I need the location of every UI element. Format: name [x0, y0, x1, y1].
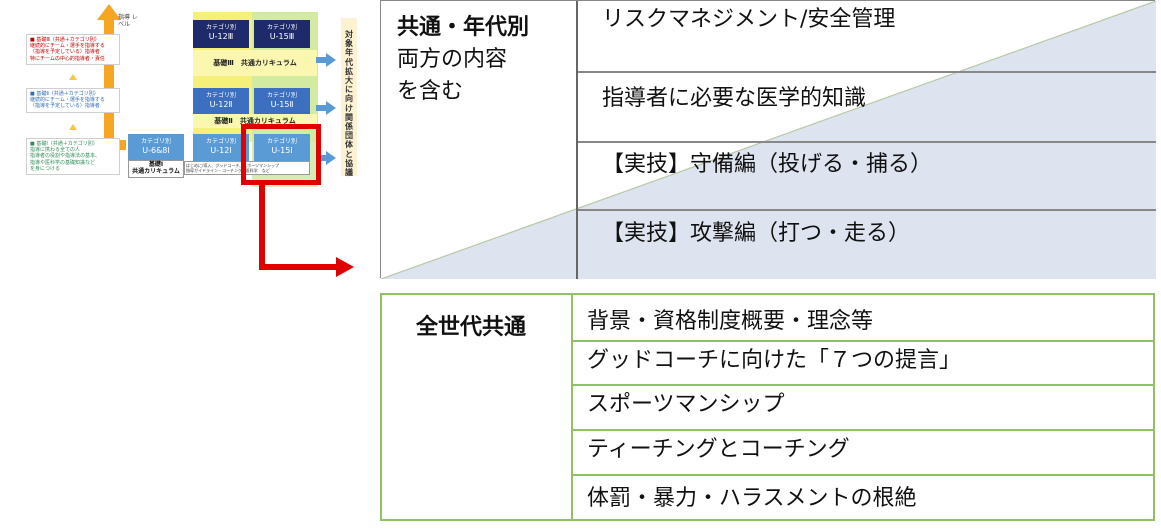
table-row: 体罰・暴力・ハラスメントの根絶 [573, 474, 1153, 519]
vertical-char: け [345, 103, 353, 113]
category-u15-3: カテゴリ別 U-15Ⅲ [254, 20, 310, 48]
right-arrow-icon [316, 105, 326, 111]
up-arrow-icon [97, 4, 121, 20]
category-u12-1: カテゴリ別 U-12Ⅰ [193, 134, 249, 162]
right-arrow-icon [316, 57, 326, 63]
vertical-text: 対象年代拡大に向け関係団体と協議 [341, 30, 357, 177]
callout-arrow-icon [336, 257, 354, 277]
vertical-char: 代 [345, 57, 353, 67]
table-row: 【実技】攻撃編（打つ・走る） [578, 209, 1156, 279]
level-body: 指導に携わる全ての人 指導者の役割や指導法の基本、 指導や医科学の基礎知識など … [30, 147, 101, 172]
vertical-char: と [345, 149, 353, 159]
vertical-char: 大 [345, 76, 353, 86]
level-box-basic3: ■ 基礎Ⅲ（共通＋カテゴリ別） 継続的にチーム・選手を指導する （指導を予定して… [26, 34, 120, 65]
table-left-cell: 全世代共通 [382, 295, 573, 519]
vertical-char: 関 [345, 112, 353, 122]
level-title: ■ 基礎Ⅰ（共通＋カテゴリ別） [30, 141, 98, 147]
all-generations-header: 全世代共通 [416, 315, 527, 340]
level-axis [104, 18, 114, 150]
vertical-char: 議 [345, 168, 353, 178]
highlight-box [241, 124, 321, 185]
right-arrow-icon [326, 151, 336, 165]
table-row: 背景・資格制度概要・理念等 [587, 309, 874, 334]
up-triangle-icon [69, 74, 77, 80]
table-left-cell: 共通・年代別 両方の内容 を含む [381, 1, 578, 279]
vertical-char: 年 [345, 48, 353, 58]
vertical-char: 拡 [345, 66, 353, 76]
table-row: 指導者に必要な医学的知識 [578, 71, 1156, 141]
vertical-char: 体 [345, 140, 353, 150]
table-row: 【実技】守備編（投げる・捕る） [578, 141, 1156, 209]
basic3-common-curriculum: 基礎Ⅲ 共通カリキュラム [193, 50, 317, 76]
callout-connector [259, 185, 265, 270]
callout-connector [259, 264, 339, 270]
up-triangle-icon [69, 124, 77, 130]
right-arrow-icon [326, 53, 336, 67]
includes-label: を含む [397, 79, 464, 104]
guide-level-label: 指導 レベル [118, 14, 138, 28]
basic1-topics: はじめに/導入、グッドコーチ、スポーツマンシップ 指導ガイドライン・コーチング、… [184, 161, 310, 175]
vertical-char: 係 [345, 122, 353, 132]
category-u12-3: カテゴリ別 U-12Ⅲ [193, 20, 249, 48]
common-age-header: 共通・年代別 [397, 15, 530, 40]
right-arrow-icon [316, 155, 326, 161]
level-box-basic1: ■ 基礎Ⅰ（共通＋カテゴリ別） 指導に携わる全ての人 指導者の役割や指導法の基本… [26, 138, 120, 176]
basic1-common-curriculum: 基礎Ⅰ 共通カリキュラム [128, 160, 184, 178]
vertical-char: 団 [345, 131, 353, 141]
all-generations-common-table: 全世代共通 背景・資格制度概要・理念等 グッドコーチに向けた「７つの提言」 スポ… [380, 293, 1155, 521]
level-body: 継続的にチーム・選手を指導する （指導を予定している）指導者 特にチームの中心的… [30, 43, 105, 62]
category-u15-1: カテゴリ別 U-15Ⅰ [254, 134, 310, 162]
common-and-age-table: 共通・年代別 両方の内容 を含む リスクマネジメント/安全管理 指導者に必要な医… [380, 0, 1156, 279]
level-title: ■ 基礎Ⅱ（共通＋カテゴリ別） [30, 91, 99, 97]
both-contents-label: 両方の内容 [397, 47, 508, 72]
category-u6-8-1: カテゴリ別 U-6&8Ⅰ [128, 134, 184, 162]
vertical-char: 対 [345, 30, 353, 39]
table-row: リスクマネジメント/安全管理 [602, 7, 896, 32]
level-body: 継続的にチーム・選手を指導する （指導を予定している）指導者 [30, 97, 105, 110]
level-box-basic2: ■ 基礎Ⅱ（共通＋カテゴリ別） 継続的にチーム・選手を指導する （指導を予定して… [26, 88, 120, 113]
category-u12-2: カテゴリ別 U-12Ⅱ [193, 88, 249, 116]
right-arrow-icon [326, 101, 336, 115]
category-u15-2: カテゴリ別 U-15Ⅱ [254, 88, 310, 116]
table-row: グッドコーチに向けた「７つの提言」 [573, 340, 1153, 377]
expansion-vertical-label: 対象年代拡大に向け関係団体と協議 [341, 18, 357, 177]
vertical-char: 向 [345, 94, 353, 104]
table-row: ティーチングとコーチング [573, 429, 1153, 466]
table-row: スポーツマンシップ [573, 384, 1153, 421]
curriculum-overview-diagram: 指導 レベル ■ 基礎Ⅲ（共通＋カテゴリ別） 継続的にチーム・選手を指導する （… [0, 0, 370, 290]
vertical-char: に [345, 85, 353, 95]
vertical-char: 象 [345, 39, 353, 49]
vertical-char: 協 [345, 158, 353, 168]
level-title: ■ 基礎Ⅲ（共通＋カテゴリ別） [30, 37, 100, 43]
